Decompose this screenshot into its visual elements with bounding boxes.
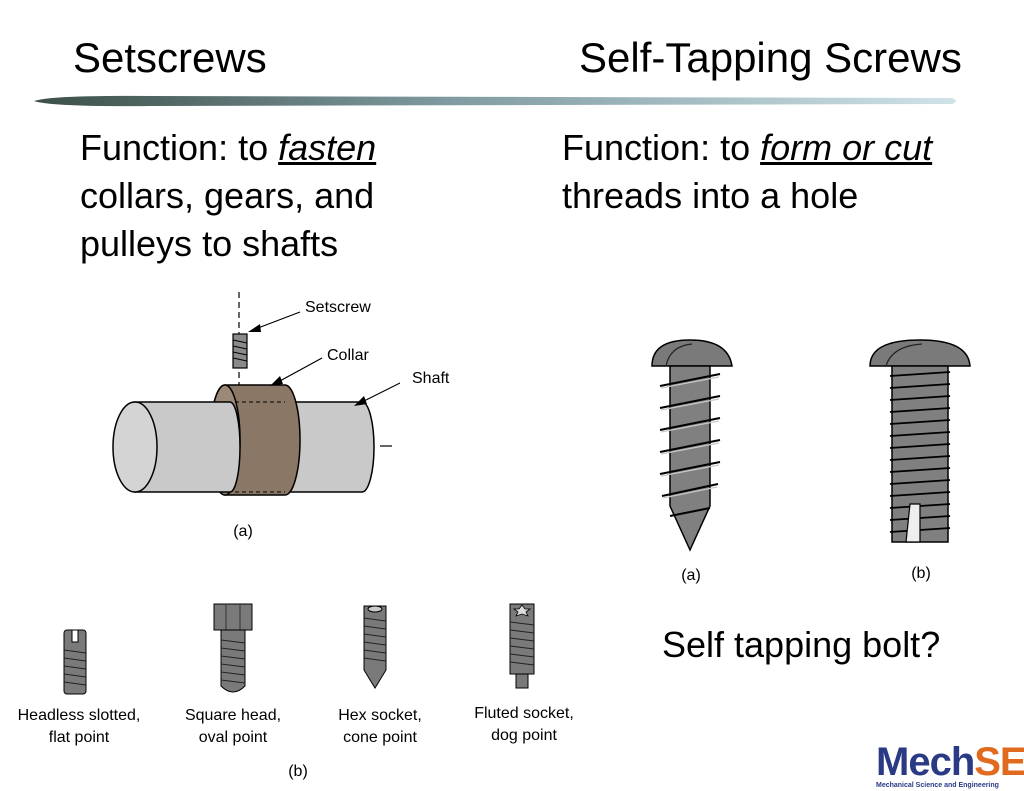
setscrew-function-line2: collars, gears, and bbox=[80, 175, 375, 216]
type-hex-socket-line1: Hex socket, bbox=[338, 707, 422, 724]
title-self-tapping-screws: Self-Tapping Screws bbox=[579, 34, 962, 81]
tapping-caption-a: (a) bbox=[681, 567, 701, 584]
type-square-head-line2: oval point bbox=[198, 729, 268, 746]
logo-se-text: SE bbox=[974, 740, 1024, 784]
title-setscrews: Setscrews bbox=[73, 34, 267, 81]
type-hex-socket-line2: cone point bbox=[343, 729, 417, 746]
tapping-caption-b: (b) bbox=[911, 565, 931, 582]
self-tapping-screw-b bbox=[869, 339, 971, 543]
self-tapping-bolt-question: Self tapping bolt? bbox=[662, 624, 941, 665]
figure-b-caption: (b) bbox=[288, 763, 308, 780]
callout-setscrew: Setscrew bbox=[305, 299, 371, 316]
type-square-head: Square head, oval point bbox=[168, 705, 298, 749]
setscrew-function-line3: pulleys to shafts bbox=[80, 223, 339, 264]
self-tapping-screws-diagram bbox=[651, 339, 971, 552]
headless-slotted-screw bbox=[63, 629, 87, 695]
setscrew-function-label: Function: to bbox=[80, 127, 279, 168]
type-headless-slotted: Headless slotted, flat point bbox=[4, 705, 154, 749]
tapping-function-text: Function: to form or cut threads into a … bbox=[562, 124, 1022, 220]
fluted-socket-screw bbox=[509, 603, 535, 689]
tapping-function-line2: threads into a hole bbox=[562, 175, 859, 216]
type-headless-slotted-line1: Headless slotted, bbox=[17, 707, 141, 724]
type-hex-socket: Hex socket, cone point bbox=[318, 705, 442, 749]
type-fluted-socket-line2: dog point bbox=[491, 727, 557, 744]
logo-mech-text: Mech bbox=[876, 740, 975, 784]
tapping-function-label: Function: to bbox=[562, 127, 761, 168]
type-headless-slotted-line2: flat point bbox=[48, 729, 110, 746]
type-fluted-socket-line1: Fluted socket, bbox=[474, 705, 574, 722]
setscrew-part bbox=[232, 333, 248, 369]
title-divider bbox=[34, 95, 956, 107]
self-tapping-screw-a bbox=[651, 339, 733, 552]
setscrew-function-text: Function: to fasten collars, gears, and … bbox=[80, 124, 500, 268]
logo-subtitle: Mechanical Science and Engineering bbox=[876, 782, 999, 789]
figure-a-caption: (a) bbox=[233, 523, 253, 540]
setscrew-types-diagram bbox=[63, 603, 535, 695]
mechse-logo: MechSE Mechanical Science and Engineerin… bbox=[876, 742, 1024, 791]
callout-shaft: Shaft bbox=[412, 370, 450, 387]
hex-socket-screw bbox=[363, 605, 387, 689]
setscrew-function-keyword: fasten bbox=[278, 127, 377, 168]
square-head-screw bbox=[213, 603, 253, 693]
collar-shaft-diagram bbox=[112, 292, 400, 496]
type-fluted-socket: Fluted socket, dog point bbox=[458, 703, 590, 747]
type-square-head-line1: Square head, bbox=[184, 707, 282, 724]
tapping-function-keyword: form or cut bbox=[760, 127, 933, 168]
callout-collar: Collar bbox=[327, 347, 369, 364]
